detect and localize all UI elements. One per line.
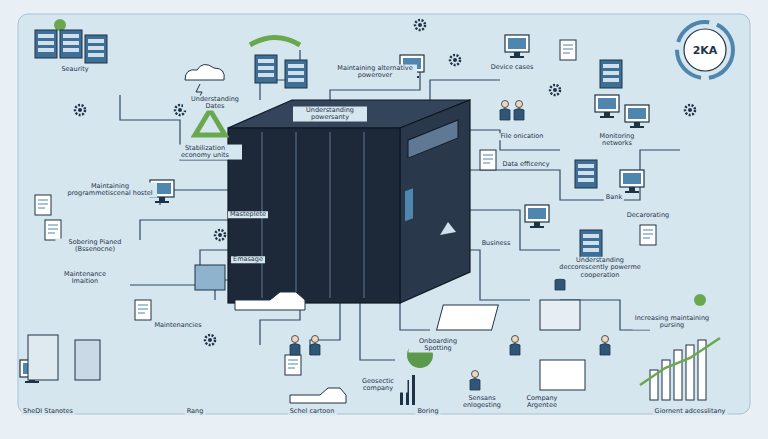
caption-label: Decarorating [625, 212, 671, 219]
caption-label: File onication [499, 133, 546, 140]
ups-cabinet [228, 100, 470, 303]
caption-label: Emasage [231, 256, 265, 263]
caption-label: Bank [604, 194, 624, 201]
caption-label: Business [480, 240, 513, 247]
caption-label: Monitoring networks [585, 133, 649, 148]
tree-icons [54, 19, 706, 368]
caption-label: Understanding powersanty [293, 107, 367, 122]
badge-circle: 2KA [675, 20, 735, 80]
caption-label: Seaurity [59, 66, 90, 73]
caption-label: Geosectic company [349, 378, 408, 393]
recycle-symbol [195, 38, 300, 136]
caption-label: Giornent adcesslitany [653, 408, 728, 415]
caption-label: Maintenance lmaition [51, 271, 120, 286]
caption-label: Device cases [489, 64, 536, 71]
caption-label: Company Argentee [513, 395, 572, 410]
caption-label: Understanding Dates [183, 96, 247, 111]
badge-text: 2KA [693, 44, 718, 57]
caption-label: Masteplete [228, 211, 268, 218]
caption-label: Rang [185, 408, 206, 415]
caption-label: Sobering Pianed (Bssenocne) [56, 239, 135, 254]
caption-label: Increasing maintaining pursing [633, 315, 712, 330]
caption-label: Maintenancies [152, 322, 203, 329]
icons [20, 20, 720, 405]
caption-label: Data efficency [501, 161, 552, 168]
caption-label: Sensans enlogesting [450, 395, 514, 410]
caption-label: Understanding deccorescently powerme coo… [551, 257, 650, 279]
caption-label: SheDI Stanotes [21, 408, 75, 415]
wires [120, 50, 680, 360]
caption-label: Stabilization economy units [168, 145, 242, 160]
background-panel [18, 14, 750, 414]
caption-label: Onboarding Spotting [409, 338, 468, 353]
caption-label: Schel cartoon [288, 408, 337, 415]
caption-label: Boring [415, 408, 440, 415]
caption-label: Maintaining programmetiscenal hostel [63, 183, 157, 198]
caption-label: Maintaining alternative powerover [333, 65, 417, 80]
